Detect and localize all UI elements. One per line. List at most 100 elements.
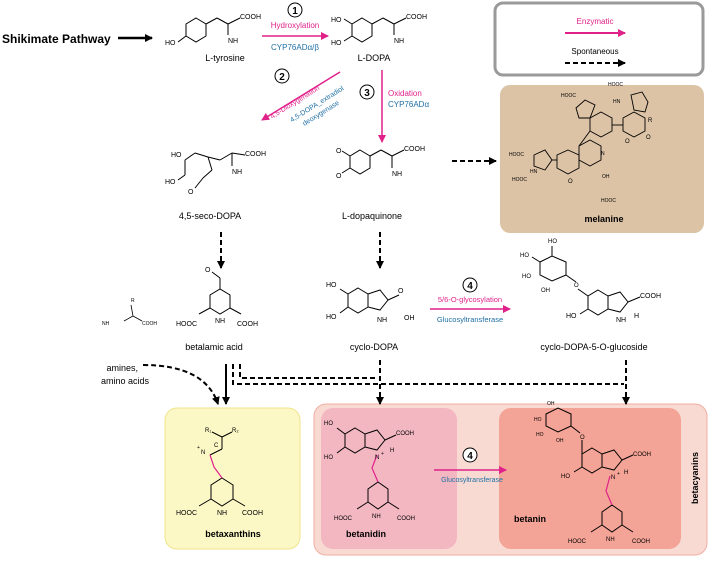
betanin-hooc: HOOC [568,539,587,545]
arrow-amines-to-betaxanthins [142,364,220,405]
cyclodopa-ho-2: HO [326,314,337,321]
step4-badge [462,277,478,293]
amine-r: R [131,298,135,304]
betaxanthin-structure [198,431,246,507]
tyrosine-cooh: COOH [240,14,261,21]
dopaquinone-nh2: NH [392,171,402,178]
betanidin-nh: NH [372,514,381,520]
amines-label: amines, [106,363,138,373]
melanine-r: R [648,118,653,124]
amino-acids-label: amino acids [101,376,150,386]
tyrosine-ho: HO [165,40,176,47]
seco-cooh: COOH [245,151,266,158]
glucoside-ho-1: HO [548,239,557,245]
melanine-hooc-3: HOOC [561,93,576,99]
dopa-structure [343,17,407,43]
betanin-oh-1: OH [547,401,555,407]
tyrosine-structure [177,17,241,43]
betanin-h: H [624,470,628,476]
betaxanthin-cooh: COOH [242,510,263,517]
dopa-nh2: NH [394,38,404,45]
betaxanthin-r2: R₂ [232,428,239,434]
step1-badge [287,2,303,18]
step3-badge [359,84,375,100]
step3-enzyme: CYP76ADα [388,100,429,109]
melanine-hooc-4: HOOC [608,82,623,88]
betanidin-hooc: HOOC [334,516,353,522]
dopaquinone-structure [341,149,405,175]
betaxanthin-c: C [214,443,219,449]
melanine-hooc-5: HOOC [601,198,616,204]
cyclodopa-structure [339,287,400,314]
melanine-label: melanine [584,214,623,224]
betaxanthin-nh: NH [217,510,227,517]
betanin-conjugation [605,475,613,506]
betaxanthin-plus: + [197,445,200,451]
glucoside-h: H [634,313,639,320]
seco-nh2: NH [232,169,242,176]
dopa-label: L-DOPA [358,53,391,63]
betalamic-label: betalamic acid [185,342,243,352]
dopaquinone-label: L-dopaquinone [342,211,402,221]
betanin-n: N [611,475,615,481]
betanin-cooh: COOH [633,452,651,458]
dopaquinone-o-1: O [336,148,342,155]
amine-cooh: COOH [142,321,157,327]
amine-nh2: NH [102,321,110,327]
betalamic-nh: NH [215,318,225,325]
betanin-ho-1: HO [534,417,542,423]
melanine-n: N [601,151,605,157]
step4-enzyme: Glucosyltransferase [437,315,503,324]
tyrosine-nh2: NH [228,38,238,45]
glucoside-label: cyclo-DOPA-5-O-glucoside [540,342,647,352]
betanidin-ho-2: HO [324,455,333,461]
seco-ho: HO [171,152,182,159]
connector-betalamic-to-betanidin [239,364,378,379]
betanin-ho-3: HO [561,474,570,480]
betaxanthin-hooc: HOOC [176,510,197,517]
shikimate-label: Shikimate Pathway [2,32,111,46]
step1-reaction: Hydroxylation [271,21,319,30]
melanine-box [500,85,704,233]
step4-number: 4 [467,281,473,292]
betalamic-cooh: COOH [237,321,258,328]
betanidin-conjugation [371,454,379,483]
seco-dopa-label: 4,5-seco-DOPA [179,211,241,221]
seco-ho-acid: HO [165,179,176,186]
legend-enzymatic-label: Enzymatic [577,17,614,26]
cyclodopa-nh: NH [377,317,387,324]
betanidin-n: N [375,455,379,461]
melanine-o-3: O [568,179,573,185]
step4b-number: 4 [467,451,473,462]
betalamic-o: O [205,267,211,274]
betanidin-h: H [390,448,394,454]
dopa-cooh: COOH [406,14,427,21]
melanine-o-1: O [646,135,651,141]
melanine-oh: OH [602,174,610,180]
glucoside-nh: NH [616,317,626,324]
betanin-oh-2: OH [556,438,564,444]
betaxanthin-conjugation [209,454,223,479]
step1-number: 1 [292,6,298,17]
step3-number: 3 [364,88,370,99]
dopaquinone-o-2: O [336,173,342,180]
glucoside-ho-2: HO [520,253,529,259]
step4-reaction: 5/6-O-glycosylation [438,295,502,304]
tyrosine-label: L-tyrosine [205,53,245,63]
betanin-structure [545,407,634,533]
betanin-box [499,408,681,549]
glucoside-ho-4: HO [566,313,577,320]
seco-dopa-structure [177,152,246,189]
cyclodopa-label: cyclo-DOPA [350,342,398,352]
amino-acid-structure [123,304,143,322]
step4b-enzyme: Glucosyltransferase [441,477,503,484]
melanine-o-2: O [625,139,630,145]
betalamic-structure [198,271,242,315]
betaxanthins-box [164,407,301,550]
betanidin-cooh-2: COOH [397,516,415,522]
seco-o: O [188,189,194,196]
step1-enzyme: CYP76ADα/β [271,43,319,52]
betanin-plus: + [617,471,620,477]
betanin-nh: NH [606,537,615,543]
